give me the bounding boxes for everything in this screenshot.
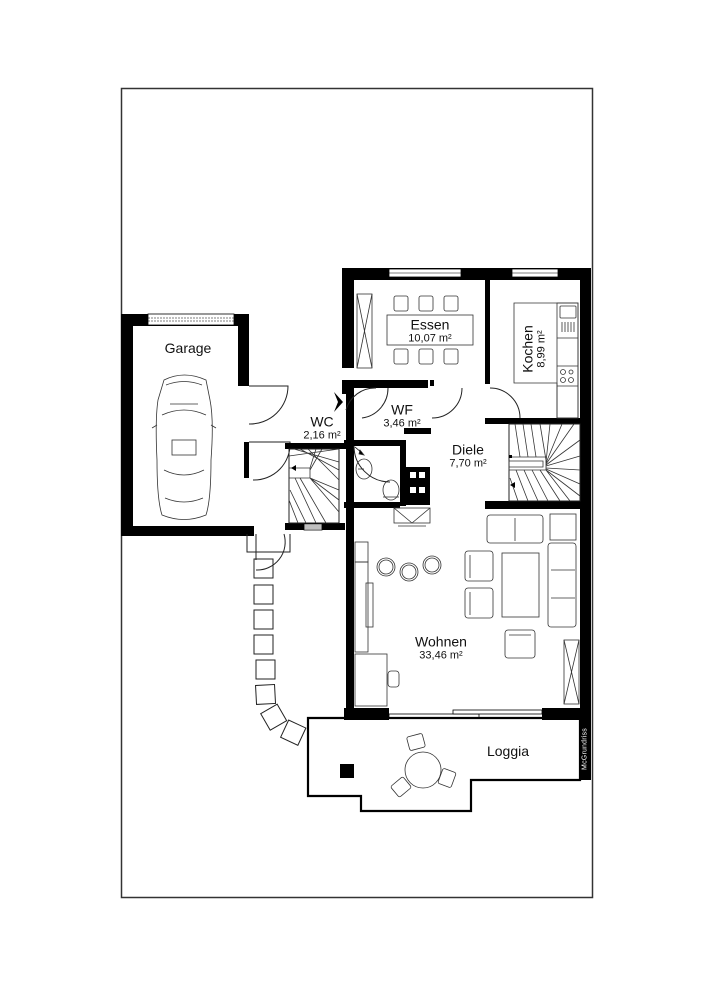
living-furniture xyxy=(354,513,580,707)
room-area: 2,16 m² xyxy=(303,429,341,442)
entrance-arrow-icon xyxy=(291,465,296,471)
kitchen-counter xyxy=(513,302,579,419)
room-name: WF xyxy=(391,401,413,418)
room-label-loggia: Loggia xyxy=(487,743,529,759)
room-label-wc: WC 2,16 m² xyxy=(303,414,340,443)
room-name: Wohnen xyxy=(415,633,467,650)
entrance-door xyxy=(246,533,291,571)
plot-boundary xyxy=(120,87,594,899)
room-name: Diele xyxy=(452,441,484,458)
room-area: 7,70 m² xyxy=(449,457,487,470)
room-name: Garage xyxy=(164,339,212,356)
stair-left xyxy=(285,443,347,531)
room-area: 10,07 m² xyxy=(408,332,452,345)
dining-set xyxy=(386,295,474,365)
stair-right xyxy=(508,423,581,502)
wc-fixtures xyxy=(353,445,400,501)
garage xyxy=(121,313,291,536)
car-icon xyxy=(151,374,217,520)
room-area: 3,46 m² xyxy=(383,417,421,430)
room-name: Kochen xyxy=(519,325,536,373)
room-name: WC xyxy=(310,413,334,430)
room-label-essen: Essen 10,07 m² xyxy=(408,317,451,346)
wardrobe xyxy=(393,507,431,527)
loggia xyxy=(306,716,582,813)
table-set xyxy=(390,733,457,798)
stair-arrow-icon xyxy=(510,482,515,488)
room-label-wf: WF 3,46 m² xyxy=(383,402,420,431)
room-label-wohnen: Wohnen 33,46 m² xyxy=(415,634,467,663)
room-label-garage: Garage xyxy=(165,340,212,356)
garage-gate xyxy=(147,313,235,326)
credit-text: McGrundriss xyxy=(581,728,589,770)
room-label-kochen: Kochen 8,99 m² xyxy=(520,325,549,372)
room-area: 33,46 m² xyxy=(419,649,463,662)
room-name: Essen xyxy=(410,316,450,333)
entrance-arrow-icon xyxy=(334,392,343,412)
room-area: 8,99 m² xyxy=(535,330,548,368)
room-name: Loggia xyxy=(486,742,530,759)
door-swing-icon xyxy=(248,385,289,425)
planter-icon xyxy=(340,764,354,778)
room-label-diele: Diele 7,70 m² xyxy=(449,442,486,471)
cabinet xyxy=(356,293,373,369)
stepping-stones xyxy=(253,558,307,746)
